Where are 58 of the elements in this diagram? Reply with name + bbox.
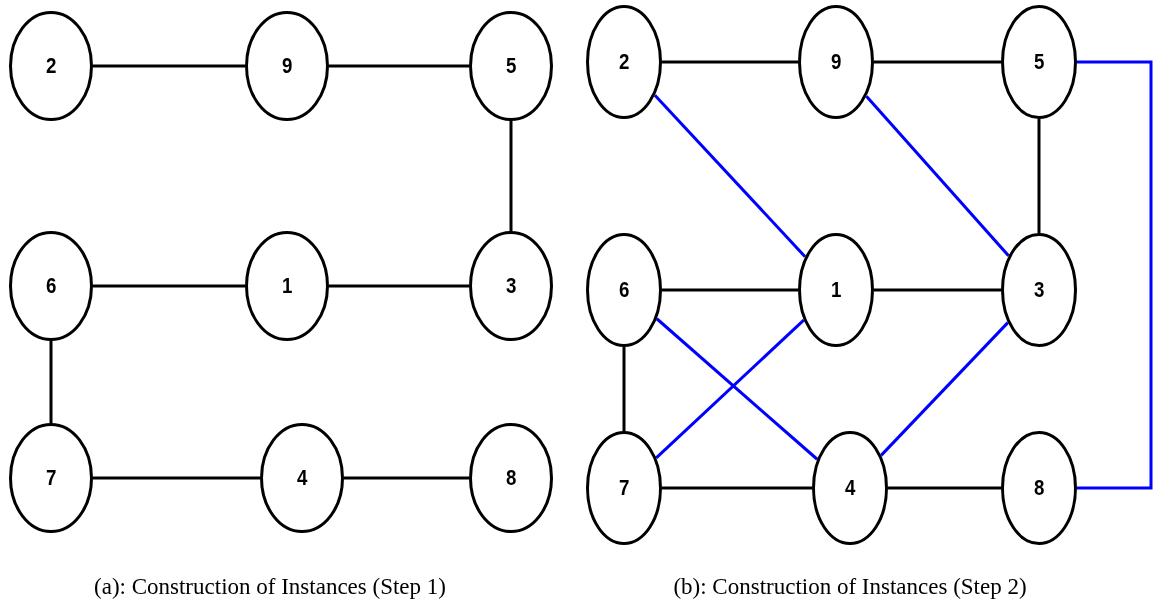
connector-line: [93, 64, 245, 68]
node-ellipse: [245, 11, 329, 121]
node-ellipse: [1001, 431, 1077, 545]
node-ellipse: [469, 423, 553, 533]
node-ellipse: [586, 431, 662, 545]
node-ellipse: [1001, 233, 1077, 347]
connector-line: [509, 121, 513, 231]
connector-line: [329, 64, 469, 68]
node-label: 8: [505, 465, 517, 491]
node-ellipse: [9, 231, 93, 341]
node-label: 2: [618, 49, 630, 75]
figure-caption: (b): Construction of Instances (Step 2): [673, 574, 1027, 600]
node-ellipse: [586, 5, 662, 119]
node-label: 3: [505, 273, 517, 299]
connector-line: [662, 288, 798, 292]
node-ellipse: [469, 231, 553, 341]
node-label: 7: [618, 475, 630, 501]
node-ellipse: [9, 11, 93, 121]
node-label: 3: [1033, 277, 1045, 303]
connector-line: [865, 95, 1010, 257]
connector-line: [662, 486, 812, 490]
connector-line: [888, 486, 1001, 490]
connector-line: [874, 288, 1001, 292]
node-label: 6: [45, 273, 57, 299]
node-ellipse: [9, 423, 93, 533]
node-label: 5: [1033, 49, 1045, 75]
figure-caption: (a): Construction of Instances (Step 1): [94, 574, 446, 600]
connector-line: [1037, 119, 1041, 233]
node-label: 2: [45, 53, 57, 79]
node-label: 7: [45, 465, 57, 491]
connector-line: [344, 476, 469, 480]
node-ellipse: [1001, 5, 1077, 119]
connector-line: [93, 284, 245, 288]
connector-line: [874, 60, 1001, 64]
node-ellipse: [798, 5, 874, 119]
node-ellipse: [469, 11, 553, 121]
node-label: 8: [1033, 475, 1045, 501]
node-label: 9: [830, 49, 842, 75]
connector-line: [880, 321, 1009, 457]
node-ellipse: [586, 233, 662, 347]
node-ellipse: [798, 233, 874, 347]
node-label: 5: [505, 53, 517, 79]
connector-line: [622, 347, 626, 431]
node-label: 4: [844, 475, 856, 501]
node-label: 1: [281, 273, 293, 299]
connector-line: [662, 60, 798, 64]
node-ellipse: [260, 423, 344, 533]
connector-line: [49, 341, 53, 423]
node-label: 4: [296, 465, 308, 491]
connector-line: [329, 284, 469, 288]
connector-line: [1077, 60, 1153, 490]
node-label: 6: [618, 277, 630, 303]
connector-line: [653, 94, 807, 258]
node-ellipse: [812, 431, 888, 545]
connector-line: [93, 476, 260, 480]
node-ellipse: [245, 231, 329, 341]
node-label: 1: [830, 277, 842, 303]
node-label: 9: [281, 53, 293, 79]
